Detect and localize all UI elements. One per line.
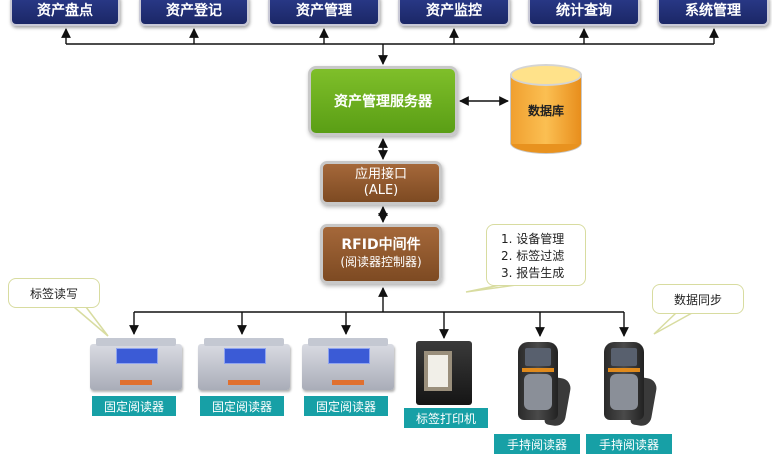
callout-data-sync: 数据同步 (652, 284, 744, 314)
function-item: 1. 设备管理 (501, 232, 565, 246)
fixed-reader-device (302, 338, 394, 390)
connector-lines (61, 28, 719, 339)
database-label: 数据库 (527, 104, 564, 118)
device-label-handheld: 手持阅读器 (586, 434, 672, 454)
handheld-reader-device (594, 342, 659, 430)
callout-data-sync-text: 数据同步 (673, 292, 722, 307)
handheld-reader-device (508, 342, 573, 430)
architecture-diagram: 资产盘点 资产登记 资产管理 资产监控 统计查询 系统管理 资产管理服务器 数据… (8, 0, 769, 454)
callout-tail-sync (653, 312, 693, 335)
device-label-fixed-reader: 固定阅读器 (92, 396, 176, 416)
ale-subtitle: (ALE) (363, 183, 399, 198)
callout-middleware-functions: 1. 设备管理 2. 标签过滤 3. 报告生成 (486, 224, 586, 286)
device-label-fixed-reader: 固定阅读器 (200, 396, 284, 416)
label-printer-device (416, 341, 472, 405)
database-cylinder-top (510, 64, 582, 86)
module-asset-inventory[interactable]: 资产盘点 (10, 0, 120, 26)
rfid-subtitle: (阅读器控制器) (340, 255, 422, 269)
ale-title: 应用接口 (354, 167, 407, 182)
function-item: 3. 报告生成 (501, 266, 565, 280)
callout-tag-read-write-text: 标签读写 (29, 286, 78, 301)
fixed-reader-device (90, 338, 182, 390)
device-label-handheld: 手持阅读器 (494, 434, 580, 454)
rfid-title: RFID中间件 (341, 237, 421, 253)
module-system-management[interactable]: 系统管理 (657, 0, 769, 26)
database-cylinder: 数据库 (510, 64, 582, 154)
callout-tail-tag (73, 306, 109, 337)
asset-management-server: 资产管理服务器 (308, 66, 458, 136)
callout-tail-func (465, 284, 517, 293)
module-asset-monitoring[interactable]: 资产监控 (398, 0, 510, 26)
module-asset-management[interactable]: 资产管理 (268, 0, 380, 26)
callout-tag-read-write: 标签读写 (8, 278, 100, 308)
fixed-reader-device (198, 338, 290, 390)
function-item: 2. 标签过滤 (501, 249, 565, 263)
device-label-printer: 标签打印机 (404, 408, 488, 428)
ale-interface-box: 应用接口 (ALE) (320, 161, 442, 205)
device-label-fixed-reader: 固定阅读器 (304, 396, 388, 416)
module-asset-registration[interactable]: 资产登记 (139, 0, 249, 26)
module-statistics-query[interactable]: 统计查询 (528, 0, 640, 26)
rfid-middleware-box: RFID中间件 (阅读器控制器) (320, 224, 442, 284)
